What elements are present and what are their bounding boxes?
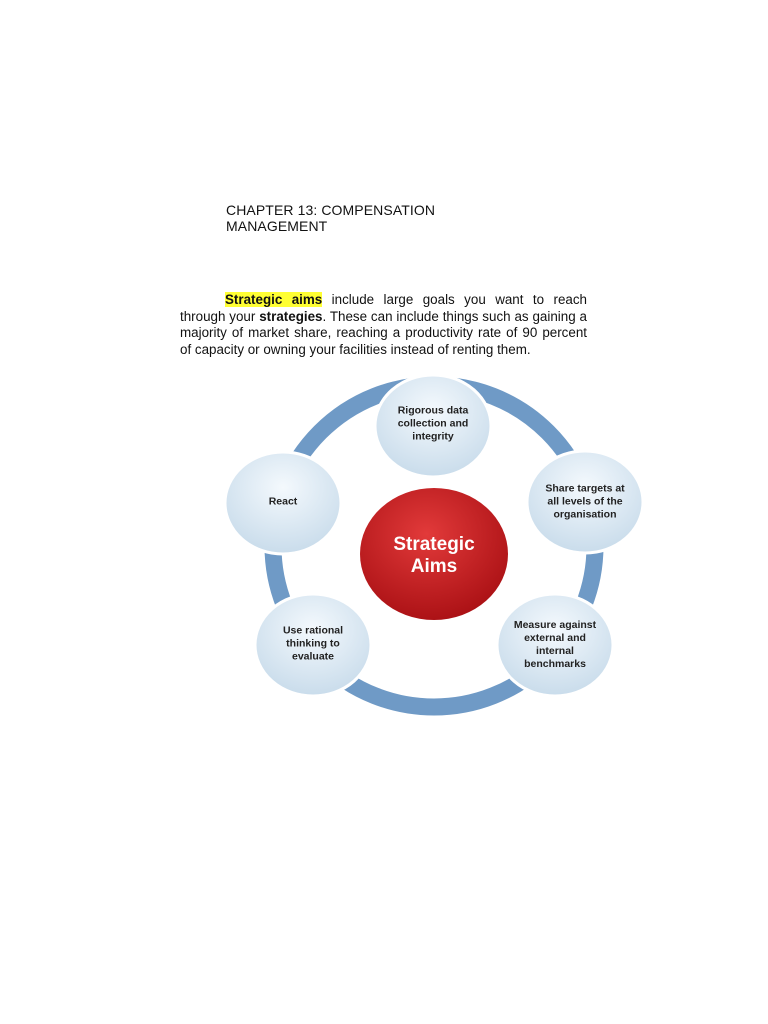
node-measure [495,592,615,698]
paragraph-text-1: include large goals you want to reach th… [180,292,587,324]
node-label-share-targets: Share targets at all levels of the organ… [545,482,625,521]
node-rigorous-data [373,373,493,479]
center-label: Strategic Aims [393,534,475,577]
paragraph-text-2: . These can include things such as gaini… [180,308,587,357]
node-share-targets [525,449,645,555]
node-label-react: React [268,495,298,508]
chapter-title: CHAPTER 13: COMPENSATION MANAGEMENT [226,202,436,234]
node-label-rational-thinking: Use rational thinking to evaluate [282,624,344,663]
highlighted-term: Strategic aims [225,292,323,307]
node-label-measure: Measure against external and internal be… [513,619,597,670]
intro-paragraph: Strategic aims include large goals you w… [180,292,587,358]
node-label-rigorous-data: Rigorous data collection and integrity [397,404,469,443]
node-react [223,450,343,556]
center-circle [360,488,508,620]
bold-term: strategies [259,308,323,324]
node-rational-thinking [253,592,373,698]
